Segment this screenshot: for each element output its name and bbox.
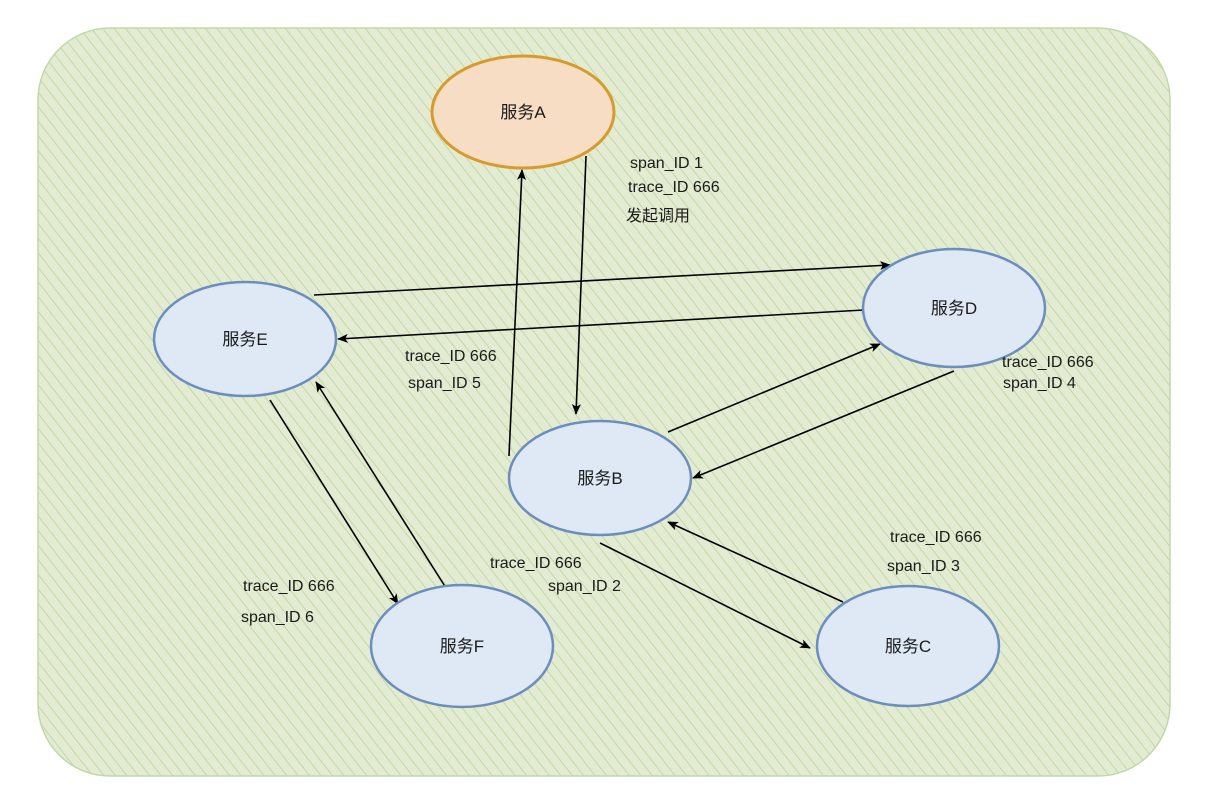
edge-c-to-b [667,521,844,603]
service-c-label: 服务C [885,637,931,656]
service-f-label: 服务F [440,637,484,656]
service-e-ellipse [152,280,338,398]
service-a-node[interactable]: 服务A [430,54,616,170]
trace-label-a: trace_ID 666 [628,179,720,196]
edge-b-to-c [599,542,811,649]
span-label-e: span_ID 5 [408,375,481,392]
edge-b-to-a [508,169,527,457]
service-c-ellipse [815,584,1001,708]
edge-e-to-f [269,399,399,605]
trace-label-d: trace_ID 666 [1002,354,1094,371]
background-hatch [38,28,1170,776]
service-f-node[interactable]: 服务F [369,583,555,709]
edges [269,155,955,649]
service-d-label: 服务D [931,299,977,318]
service-b-ellipse [507,419,693,537]
trace-label-f: trace_ID 666 [243,578,335,595]
edge-a-to-b [571,155,587,415]
service-a-ellipse [430,54,616,170]
edge-d-to-b [692,370,955,479]
span-label-a: span_ID 1 [630,155,703,172]
service-c-node[interactable]: 服务C [815,584,1001,708]
trace-label-c: trace_ID 666 [890,529,982,546]
service-a-label: 服务A [500,103,546,122]
trace-label-b: trace_ID 666 [490,555,582,572]
service-b-node[interactable]: 服务B [507,419,693,537]
edge-labels: span_ID 1 trace_ID 666 发起调用 trace_ID 666… [241,155,1094,626]
edge-b-to-d [667,343,881,433]
edge-d-to-e [337,309,865,343]
service-f-ellipse [369,583,555,709]
edge-e-to-d [313,261,891,296]
service-d-node[interactable]: 服务D [861,247,1047,369]
service-e-node[interactable]: 服务E [152,280,338,398]
service-d-ellipse [861,247,1047,369]
trace-label-e: trace_ID 666 [405,348,497,365]
span-label-d: span_ID 4 [1003,375,1076,392]
span-label-c: span_ID 3 [887,558,960,575]
span-label-f: span_ID 6 [241,609,314,626]
service-e-label: 服务E [222,330,267,349]
edge-f-to-e [315,381,447,589]
initiate-call-label: 发起调用 [626,207,690,225]
background-border [37,27,1171,777]
service-b-label: 服务B [577,469,622,488]
span-label-b: span_ID 2 [548,578,621,595]
